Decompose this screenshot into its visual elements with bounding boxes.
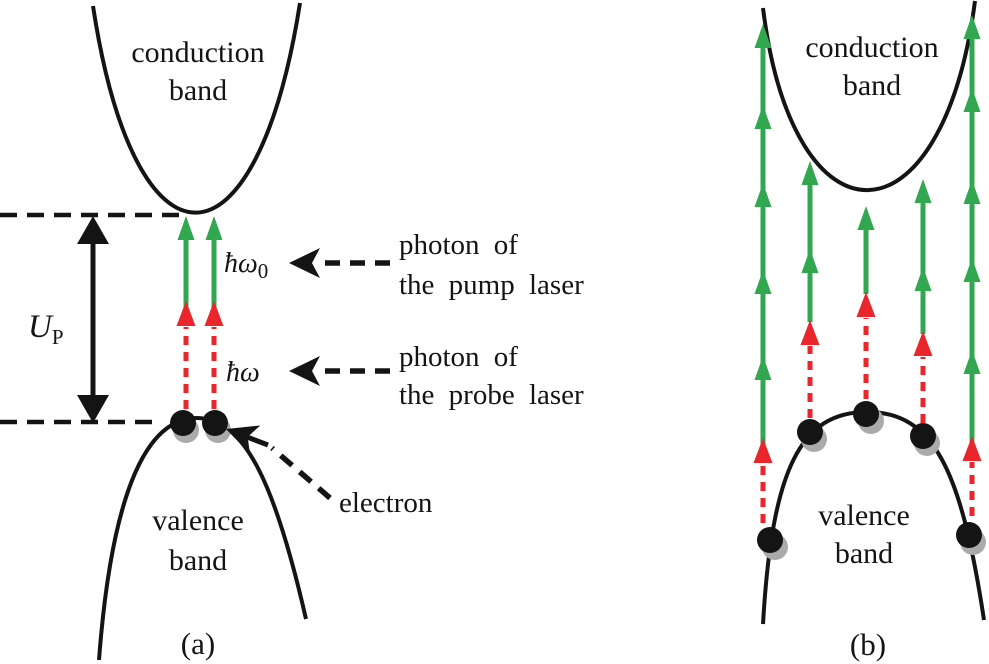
electron-dot: [202, 410, 228, 436]
pump-arrowhead: [963, 15, 981, 39]
pump-arrowhead: [754, 356, 772, 380]
band-gap-label: UP: [28, 309, 64, 349]
electron-dot: [797, 419, 823, 445]
pump-arrowhead: [857, 206, 875, 230]
panel-b: conduction band valence band: [753, 0, 986, 662]
pump-arrowhead: [914, 179, 932, 203]
conduction-band-label-b-line2: band: [843, 69, 901, 102]
probe-annotation-line2: the probe laser: [399, 379, 584, 411]
transition-column: [753, 24, 773, 523]
valence-band-label-b-line2: band: [835, 537, 893, 570]
electron-dot: [956, 522, 982, 548]
valence-band-label-a-line2: band: [169, 544, 227, 577]
pump-arrowhead: [177, 216, 195, 240]
electron-dot: [170, 410, 196, 436]
pump-annotation-arrowhead: [289, 248, 320, 278]
probe-arrowhead: [800, 320, 820, 345]
conduction-band-label-b-line1: conduction: [805, 31, 938, 64]
probe-arrowhead: [913, 331, 933, 356]
probe-annotation-arrowhead: [289, 356, 320, 386]
pump-arrowhead: [754, 183, 772, 207]
pump-arrowhead: [963, 350, 981, 374]
panel-a-caption: (a): [181, 626, 215, 661]
electron-annotation-label: electron: [339, 487, 433, 519]
pump-annotation-line1: photon of: [399, 229, 518, 261]
pump-arrowhead: [963, 258, 981, 282]
panel-b-caption: (b): [850, 627, 886, 662]
probe-annotation-line1: photon of: [399, 341, 518, 373]
probe-arrowhead: [856, 292, 876, 317]
conduction-band-label-a-line1: conduction: [131, 36, 264, 69]
pump-arrowhead: [801, 249, 819, 273]
transition-column: [856, 206, 876, 399]
conduction-band-label-a-line2: band: [169, 74, 227, 107]
pump-photon-symbol: ħω0: [224, 248, 268, 283]
electron-dot: [757, 527, 783, 553]
valence-band-curve-a: [97, 415, 308, 661]
pump-arrowhead: [963, 88, 981, 112]
valence-band-label-a-line1: valence: [152, 504, 244, 537]
electron-dot: [853, 401, 879, 427]
conduction-band-curve-a: [91, 2, 302, 215]
pump-arrowhead: [754, 105, 772, 129]
probe-arrowhead: [962, 436, 982, 461]
pump-annotation-line2: the pump laser: [399, 269, 584, 301]
panel-a: conduction band UP ħω0 ħω valence band: [0, 2, 584, 661]
transition-column: [913, 179, 933, 423]
pump-arrowhead: [914, 267, 932, 291]
electron-annotation-dashed-line: [270, 445, 332, 501]
probe-photon-symbol: ħω: [226, 357, 260, 388]
band-gap-arrowhead-up: [77, 216, 109, 244]
band-gap-arrowhead-down: [77, 395, 109, 423]
pump-arrowhead: [754, 270, 772, 294]
pump-arrowhead: [963, 180, 981, 204]
conduction-band-curve-b: [761, 0, 977, 193]
probe-arrowhead: [753, 438, 773, 463]
probe-arrowhead: [204, 301, 224, 326]
valence-band-label-b-line1: valence: [818, 499, 910, 532]
transition-column: [962, 15, 982, 516]
pump-arrowhead: [205, 216, 223, 240]
electron-dot: [910, 423, 936, 449]
transition-column: [800, 161, 820, 418]
probe-arrowhead: [176, 301, 196, 326]
